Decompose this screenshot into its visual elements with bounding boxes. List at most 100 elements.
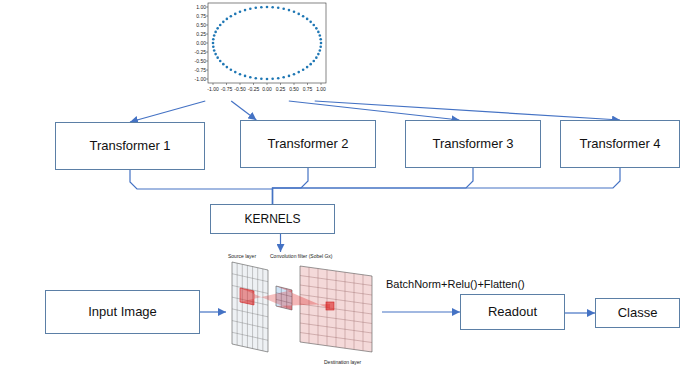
- grid-line: [247, 265, 248, 347]
- connector: [315, 101, 620, 120]
- box-label: Classe: [618, 305, 658, 321]
- scatter-point: [222, 21, 225, 24]
- convolution-illustration: [232, 262, 372, 352]
- grid-line: [354, 274, 355, 350]
- scatter-point: [315, 27, 318, 30]
- grid-line: [237, 263, 238, 345]
- scatter-point: [319, 34, 322, 37]
- scatter-point: [266, 78, 269, 81]
- tick-label: 0.00: [196, 40, 206, 46]
- scatter-point: [212, 38, 215, 41]
- tick-label: 1.00: [316, 86, 326, 92]
- scatter-point: [226, 18, 229, 21]
- scatter-point: [254, 77, 257, 80]
- process-box: Transformer 3: [405, 120, 541, 168]
- connector: [280, 234, 281, 252]
- connector: [273, 168, 474, 204]
- tick-mark: [294, 83, 295, 85]
- scatter-point: [219, 24, 222, 27]
- scatter-point: [254, 6, 257, 9]
- scatter-point: [214, 53, 217, 56]
- scatter-point: [244, 75, 247, 78]
- tick-label: -1.00: [195, 76, 206, 82]
- box-label: Transformer 1: [89, 138, 170, 154]
- scatter-plot-art: [206, 3, 326, 85]
- tick-mark: [280, 83, 281, 85]
- grid-line: [232, 309, 268, 317]
- scatter-point: [297, 13, 300, 16]
- grid-line: [300, 304, 372, 314]
- tick-mark: [206, 34, 208, 35]
- tick-label: 0.25: [276, 86, 286, 92]
- connector: [130, 170, 273, 204]
- box-label: Input Image: [88, 304, 157, 320]
- tick-mark: [206, 43, 208, 44]
- scatter-point: [266, 6, 269, 9]
- scatter-point: [230, 68, 233, 71]
- tick-mark: [206, 79, 208, 80]
- scatter-point: [226, 66, 229, 69]
- destination-cell: [326, 302, 334, 310]
- scatter-point: [216, 27, 219, 30]
- scatter-point: [277, 6, 280, 9]
- scatter-point: [212, 42, 215, 45]
- tick-mark: [226, 83, 227, 85]
- tick-mark: [206, 7, 208, 8]
- tick-mark: [253, 83, 254, 85]
- box-label: KERNELS: [244, 211, 300, 227]
- scatter-point: [309, 63, 312, 66]
- scatter-point: [317, 53, 320, 56]
- connector: [273, 168, 309, 204]
- tick-label: 0.75: [196, 13, 206, 19]
- scatter-point: [293, 73, 296, 76]
- tick-label: -0.75: [221, 86, 232, 92]
- grid-line: [345, 272, 346, 348]
- tick-label: 0.75: [303, 86, 313, 92]
- scatter-point: [213, 34, 216, 37]
- process-box: Transformer 1: [55, 122, 205, 170]
- scatter-point: [302, 68, 305, 71]
- scatter-point: [306, 18, 309, 21]
- scatter-point: [319, 38, 322, 41]
- scatter-point: [277, 77, 280, 80]
- figure-label: Convolution filter (Sobel Gx): [270, 253, 333, 259]
- tick-marks: [206, 7, 321, 85]
- convolution-figure: Source layer Convolution filter (Sobel Gx…: [226, 252, 382, 365]
- scatter-point: [244, 9, 247, 12]
- scatter-point: [282, 76, 285, 79]
- tick-label: -0.50: [195, 58, 206, 64]
- scatter-point: [234, 13, 237, 16]
- connector: [231, 101, 256, 120]
- tick-label: 0.50: [196, 22, 206, 28]
- tick-label: -0.25: [195, 49, 206, 55]
- figure-label: Source layer: [228, 253, 256, 259]
- scatter-point: [288, 75, 291, 78]
- scatter-point: [234, 71, 237, 74]
- scatter-point: [282, 7, 285, 10]
- tick-mark: [240, 83, 241, 85]
- edge-label: BatchNorm+Relu()+Flatten(): [386, 278, 525, 291]
- scatter-point: [249, 7, 252, 10]
- scatter-plot: 1.000.750.500.250.00-0.25-0.50-0.75-1.00…: [188, 1, 332, 101]
- scatter-points: [212, 6, 323, 81]
- scatter-point: [260, 6, 263, 9]
- scatter-point: [212, 45, 215, 48]
- scatter-point: [319, 49, 322, 52]
- tick-mark: [206, 16, 208, 17]
- tick-mark: [307, 83, 308, 85]
- tick-mark: [206, 25, 208, 26]
- scatter-point: [222, 63, 225, 66]
- scatter-point: [297, 71, 300, 74]
- scatter-point: [230, 15, 233, 18]
- destination-grid: [300, 266, 372, 352]
- source-grid: [232, 262, 268, 352]
- output-box: Classe: [595, 298, 680, 328]
- plot-axes: [208, 3, 326, 83]
- tick-mark: [206, 70, 208, 71]
- grid-line: [300, 314, 372, 324]
- scatter-point: [293, 11, 296, 14]
- grid-line: [232, 274, 268, 282]
- figure-label: Destination layer: [324, 359, 361, 365]
- scatter-point: [260, 78, 263, 81]
- grid-line: [300, 323, 372, 333]
